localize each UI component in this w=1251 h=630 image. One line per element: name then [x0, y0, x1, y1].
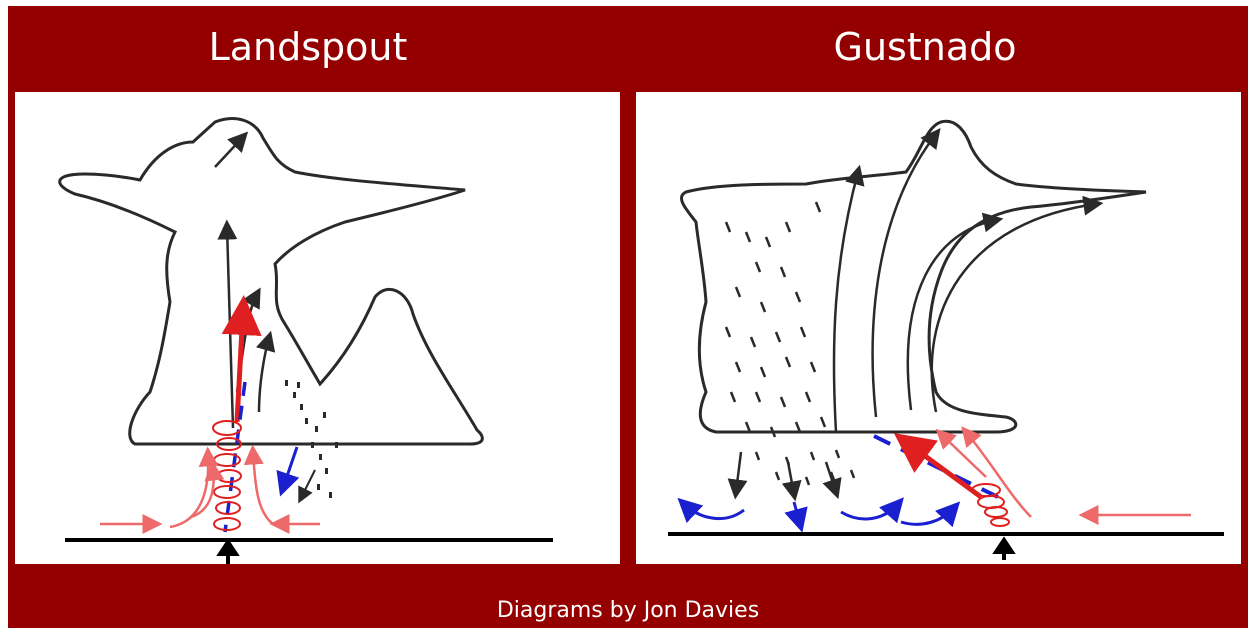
outflow-arrow — [684, 504, 744, 519]
vortex-axis — [225, 382, 245, 532]
outflow-arrow — [841, 504, 898, 519]
updraft-arrow — [259, 338, 269, 412]
outflow-arrow — [283, 447, 297, 488]
cloud-outline — [60, 119, 483, 444]
inflow-arrow — [191, 468, 214, 517]
inflow-arrow — [966, 432, 1031, 517]
downdraft-dots — [285, 380, 338, 498]
landspout-diagram — [15, 92, 620, 564]
updraft-arrow — [227, 227, 233, 428]
ground-marker-arrow-icon — [220, 542, 236, 564]
landspout-panel — [15, 92, 620, 564]
updraft-arrow — [932, 204, 1096, 412]
gustnado-title: Gustnado — [625, 22, 1225, 72]
ground-marker-arrow-icon — [996, 540, 1012, 560]
diagram-credit: Diagrams by Jon Davies — [8, 596, 1248, 626]
landspout-title: Landspout — [8, 22, 608, 72]
downdraft-arrow — [826, 462, 836, 492]
updraft-arrow — [215, 137, 243, 167]
inflow-arrow — [253, 452, 273, 524]
gust-front-updraft-arrow — [906, 442, 981, 497]
stretching-updraft-arrow — [237, 310, 243, 422]
downdraft-arrow — [301, 470, 315, 498]
updraft-arrow — [834, 172, 858, 432]
gustnado-diagram — [636, 92, 1241, 564]
gustnado-panel — [636, 92, 1241, 564]
downdraft-arrow — [788, 462, 794, 494]
outflow-arrow — [794, 502, 800, 524]
outflow-arrow — [901, 508, 954, 524]
vortex-coil — [972, 484, 1009, 526]
inflow-arrow — [170, 454, 208, 527]
downdraft-arrow — [736, 452, 741, 492]
